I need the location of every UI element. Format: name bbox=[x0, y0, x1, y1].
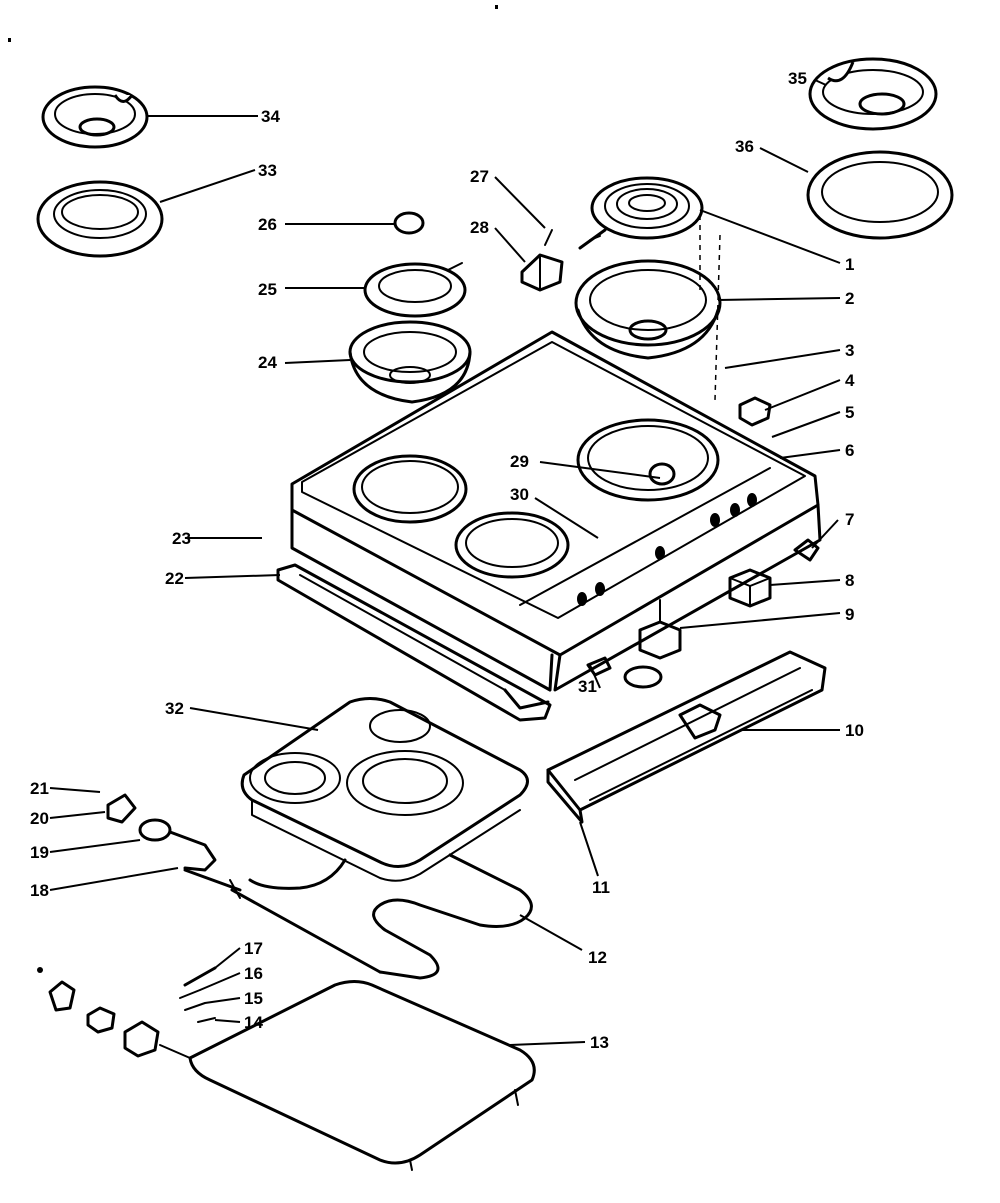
loose-part-b bbox=[86, 1006, 116, 1034]
part-14-pin bbox=[197, 1017, 216, 1023]
part-17-rod bbox=[183, 966, 217, 987]
callout-3: 3 bbox=[845, 341, 854, 360]
callout-12: 12 bbox=[588, 948, 607, 967]
callout-30: 30 bbox=[510, 485, 529, 504]
callout-7: 7 bbox=[845, 510, 854, 529]
callout-20: 20 bbox=[30, 809, 49, 828]
callout-11: 11 bbox=[592, 878, 610, 897]
cooktop-body bbox=[290, 330, 822, 692]
loose-part-a bbox=[37, 967, 76, 1012]
drip-pan-34 bbox=[41, 85, 149, 149]
callout-24: 24 bbox=[258, 353, 277, 372]
part-32-liner bbox=[240, 697, 529, 882]
callout-31: 31 bbox=[578, 677, 597, 696]
part-28-terminal-block bbox=[520, 229, 564, 292]
part-9-infinite-switch bbox=[623, 599, 682, 689]
part-15-pin bbox=[184, 1002, 206, 1011]
callout-18: 18 bbox=[30, 881, 49, 900]
callout-27: 27 bbox=[470, 167, 489, 186]
callout-23: 23 bbox=[172, 529, 191, 548]
drip-pan-36 bbox=[806, 150, 954, 240]
callout-9: 9 bbox=[845, 605, 854, 624]
part-25-ring bbox=[363, 262, 467, 318]
callout-25: 25 bbox=[258, 280, 277, 299]
part-19-terminal bbox=[138, 818, 217, 872]
callout-22: 22 bbox=[165, 569, 184, 588]
callout-17: 17 bbox=[244, 939, 263, 958]
callout-15: 15 bbox=[244, 989, 263, 1008]
callout-29: 29 bbox=[510, 452, 529, 471]
callout-14: 14 bbox=[244, 1013, 263, 1032]
part-7-clip bbox=[793, 538, 820, 562]
part-24-bowl bbox=[348, 320, 472, 404]
leader-lines bbox=[49, 79, 841, 1046]
callout-35: 35 bbox=[788, 69, 807, 88]
loose-part-c bbox=[123, 1020, 160, 1058]
drip-pan-35 bbox=[808, 57, 938, 131]
callout-16: 16 bbox=[244, 964, 263, 983]
callout-21: 21 bbox=[30, 779, 49, 798]
callout-10: 10 bbox=[845, 721, 864, 740]
callout-28: 28 bbox=[470, 218, 489, 237]
callout-33: 33 bbox=[258, 161, 277, 180]
callout-8: 8 bbox=[845, 571, 854, 590]
callout-1: 1 bbox=[845, 255, 854, 274]
callout-36: 36 bbox=[735, 137, 754, 156]
part-8-switch bbox=[728, 568, 772, 608]
callout-13: 13 bbox=[590, 1033, 609, 1052]
callout-2: 2 bbox=[845, 289, 854, 308]
part-16-pin bbox=[179, 989, 201, 999]
part-22-base-pan bbox=[276, 563, 552, 722]
part-13-bottom-panel bbox=[159, 980, 536, 1171]
part-1-surface-element bbox=[578, 176, 704, 250]
part-12-bake-element bbox=[230, 853, 533, 980]
part-26-knob bbox=[393, 211, 425, 235]
part-2-drip-bowl bbox=[574, 259, 722, 360]
part-10-control-channel bbox=[546, 650, 827, 824]
callout-6: 6 bbox=[845, 441, 854, 460]
callout-19: 19 bbox=[30, 843, 49, 862]
callout-5: 5 bbox=[845, 403, 854, 422]
callout-labels: 34 33 26 25 24 27 28 35 36 1 2 3 4 5 6 7… bbox=[30, 69, 864, 1052]
callout-32: 32 bbox=[165, 699, 184, 718]
part-20-connector bbox=[106, 793, 137, 824]
callout-26: 26 bbox=[258, 215, 277, 234]
part-4-bracket bbox=[738, 396, 772, 427]
part-18-wire-end bbox=[183, 868, 242, 899]
callout-4: 4 bbox=[845, 371, 855, 390]
drip-pan-33 bbox=[36, 180, 164, 258]
callout-34: 34 bbox=[261, 107, 280, 126]
